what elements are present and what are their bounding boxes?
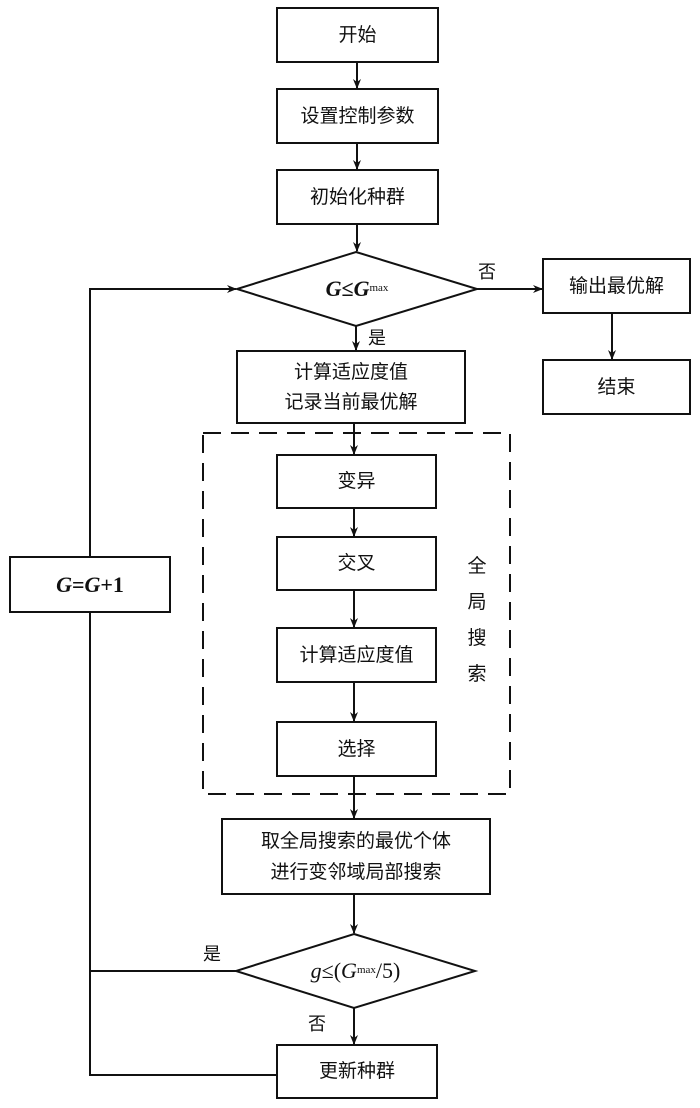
cond2-no-label: 否 [308,1014,326,1035]
cond2-op: ≤( [321,958,342,984]
arrow-increment-cond1 [89,285,237,557]
output-best-label: 输出最优解 [568,274,664,297]
cond2-lhs: g [310,958,322,984]
start-label: 开始 [338,23,377,46]
cond2-rhs: G [341,958,357,984]
eval-fitness-label: 计算适应度值 [299,643,414,666]
cond2-tail: /5) [375,958,401,984]
global-search-char: 局 [467,591,487,613]
crossover-label: 交叉 [337,552,376,575]
crossover-box [276,536,437,591]
update-population-box [276,1044,438,1099]
global-search-group [202,432,511,795]
line-update-loop [89,612,277,1076]
global-search-char: 全 [467,555,487,577]
increment-box [9,556,171,613]
global-search-char: 索 [467,663,487,685]
eval-record-line2: 记录当前最优解 [284,391,418,413]
increment-plus: +1 [100,571,124,597]
local-search-line2: 进行变邻域局部搜索 [270,860,442,883]
eval-fitness-box [276,627,437,683]
update-population-label: 更新种群 [318,1060,395,1083]
end-box [542,359,691,415]
cond2-sub: max [356,964,376,977]
set-params-box [276,88,439,144]
local-search-line1: 取全局搜索的最优个体 [260,830,451,853]
cond1-yes-label: 是 [368,328,386,349]
mutation-box [276,454,437,509]
increment-lhs: G [56,571,72,597]
eval-record-line1: 计算适应度值 [293,360,408,383]
increment-label: G=G+1 [10,557,170,612]
cond2-yes-label: 是 [203,944,221,965]
set-params-label: 设置控制参数 [300,104,415,127]
cond1-lhs: G [325,276,342,302]
start-box [276,7,439,63]
global-search-label: 全 局 搜 索 [465,548,489,692]
increment-rhs: G [84,571,101,597]
cond1-op: ≤ [341,276,354,302]
cond1-no-label: 否 [478,262,496,283]
local-search-label: 取全局搜索的最优个体 进行变邻域局部搜索 [222,819,490,894]
selection-box [276,721,437,777]
init-population-label: 初始化种群 [309,185,405,208]
mutation-label: 变异 [337,470,376,493]
output-best-box [542,258,691,314]
increment-eq: = [71,571,85,597]
cond1-sub: max [369,282,389,295]
eval-record-box [236,350,466,424]
global-search-char: 搜 [467,627,487,649]
selection-label: 选择 [337,737,376,760]
end-label: 结束 [597,375,636,398]
eval-record-label: 计算适应度值 记录当前最优解 [237,351,465,423]
local-search-box [221,818,491,895]
cond1-rhs: G [353,276,370,302]
